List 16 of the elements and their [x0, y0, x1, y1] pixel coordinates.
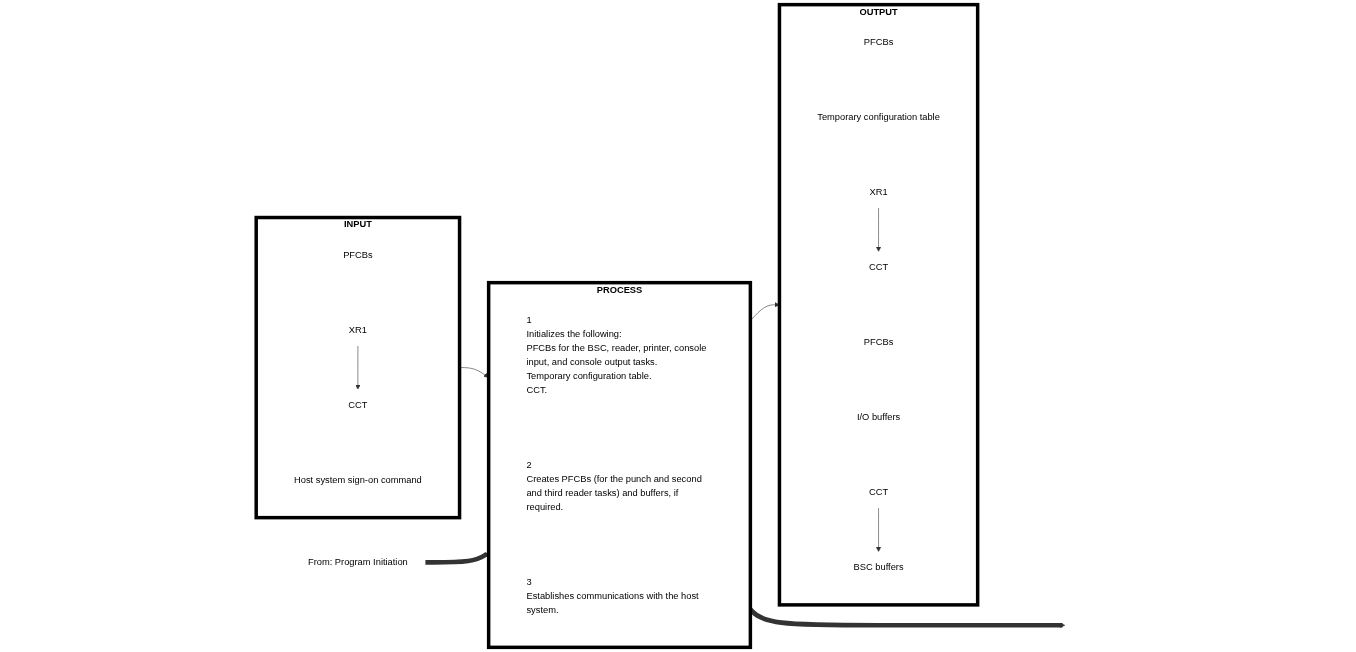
- node-text: XR1: [348, 324, 367, 335]
- node-text: PFCBs: [863, 337, 894, 347]
- node-text: 2 Creates PFCBs (for the punch and second and third reader tasks) and buffers, if required.: [526, 459, 702, 512]
- node-text: Host system sign-on command: [294, 474, 422, 485]
- node-text: CCT: [348, 399, 368, 410]
- node-text: PFCBs: [863, 36, 894, 47]
- node-text: From: Program Initiation: [307, 557, 408, 568]
- node-text: CCT: [868, 262, 889, 272]
- node-text: CCT: [868, 487, 889, 497]
- node-text: BSC buffers: [853, 562, 904, 573]
- node-text: 1 Initializes the following: PFCBs for the BSC, reader, printer, console input, and console output tasks. Temporary configuration table. CCT.: [526, 314, 707, 395]
- node-text: XR1: [869, 186, 888, 197]
- node-text: Temporary configuration table: [817, 111, 940, 122]
- node-text: PFCBs: [343, 249, 373, 260]
- node-text: 3 Establishes communications with the host system.: [526, 576, 699, 615]
- node-text: I/O buffers: [856, 412, 901, 422]
